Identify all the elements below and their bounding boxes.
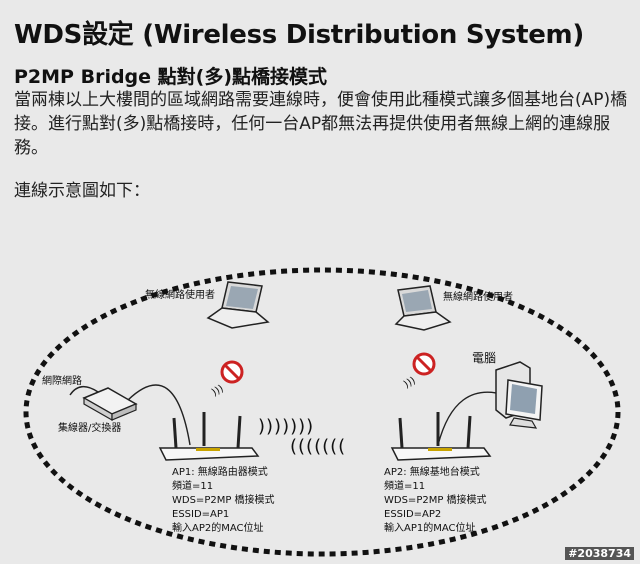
no-wifi-left-icon [220,360,244,384]
page-title: WDS設定 (Wireless Distribution System) [14,20,584,50]
ap2-line-3: WDS=P2MP 橋接模式 [384,493,487,506]
ap1-line-1: AP1: 無線路由器模式 [172,465,268,478]
section-subtitle: P2MP Bridge 點對(多)點橋接模式 [14,66,328,88]
network-boundary [23,267,621,557]
description-paragraph: 當兩棟以上大樓間的區域網路需要連線時，便會使用此種模式讓多個基地台(AP)橋接。… [14,90,628,158]
diagram-caption: 連線示意圖如下： [14,181,150,201]
ap1-line-5: 輸入AP2的MAC位址 [172,521,264,534]
internet-label: 網際網路 [42,374,82,387]
no-wifi-right-icon [412,352,436,376]
ap2-router-icon [390,412,492,461]
switch-label: 集線器/交換器 [58,421,121,434]
watermark-id: #2038734 [565,547,634,560]
signal-ap2-to-ap1: ((((((( [290,436,346,457]
laptop-right-icon [394,285,452,331]
cable-internet [69,386,99,396]
ap1-line-4: ESSID=AP1 [172,509,229,520]
ap1-router-icon [158,412,260,461]
laptop-left-label: 無線網路使用者 [145,288,215,301]
ap2-line-1: AP2: 無線基地台模式 [384,465,480,478]
svg-text:))): ))) [210,383,226,398]
cable-switch-ap1 [127,384,191,446]
computer-icon [495,361,543,429]
laptop-left-icon [206,281,270,329]
ap2-line-5: 輸入AP1的MAC位址 [384,521,476,534]
ap1-line-2: 頻道=11 [172,479,213,492]
ap1-line-3: WDS=P2MP 橋接模式 [172,493,275,506]
ap2-line-4: ESSID=AP2 [384,509,441,520]
switch-icon [82,387,138,422]
laptop-right-label: 無線網路使用者 [443,290,513,303]
computer-label: 電腦 [472,350,496,365]
svg-text:))): ))) [402,375,418,390]
ap2-line-2: 頻道=11 [384,479,425,492]
cable-ap2-computer [437,391,506,446]
signal-ap1-to-ap2: ))))))) [258,416,314,437]
